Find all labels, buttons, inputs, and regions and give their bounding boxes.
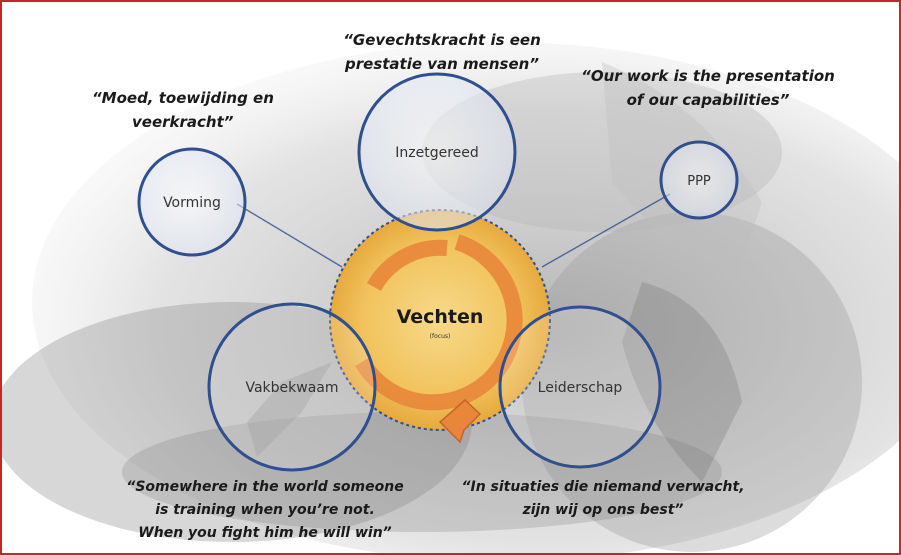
quote-top-left-line1: “Moed, toewijding en [92, 89, 274, 107]
circle-vorming-label: Vorming [163, 195, 221, 211]
circle-vakbekwaam-label: Vakbekwaam [245, 380, 338, 396]
quote-top-left: “Moed, toewijding en veerkracht” [92, 86, 274, 134]
quote-top-left-line2: veerkracht” [132, 113, 234, 131]
circle-ppp: PPP [659, 140, 739, 220]
quote-bottom-right-line1: “In situaties die niemand verwacht, [461, 479, 745, 495]
quote-bottom-left-line2: is training when you’re not. [155, 502, 375, 518]
center-subtitle: (focus) [430, 333, 451, 340]
cycle-arrow-ring [355, 234, 523, 411]
circle-ppp-label: PPP [687, 174, 711, 189]
center-node: Vechten (focus) [329, 209, 551, 444]
quote-bottom-left-line1: “Somewhere in the world someone [126, 479, 404, 495]
cycle-arrow-head [438, 398, 482, 444]
circle-vorming: Vorming [137, 147, 247, 257]
quote-top-center-line1: “Gevechtskracht is een [343, 31, 541, 49]
quote-bottom-right-line2: zijn wij op ons best” [522, 502, 684, 518]
quote-bottom-left: “Somewhere in the world someone is train… [102, 476, 428, 545]
connector-vorming [236, 203, 343, 268]
quote-bottom-right: “In situaties die niemand verwacht, zijn… [434, 476, 772, 522]
circle-inzetgereed: Inzetgereed [357, 72, 517, 232]
quote-top-right-line1: “Our work is the presentation [581, 67, 835, 85]
quote-top-right-line2: of our capabilities” [626, 91, 790, 109]
quote-top-center: “Gevechtskracht is een prestatie van men… [332, 28, 552, 76]
connector-lines [236, 193, 671, 268]
quote-top-right: “Our work is the presentation of our cap… [580, 64, 836, 112]
circle-leiderschap-label: Leiderschap [538, 380, 623, 396]
quote-bottom-left-line3: When you fight him he will win” [138, 525, 392, 541]
center-title: Vechten [397, 306, 484, 328]
connector-ppp [541, 193, 671, 268]
circle-vakbekwaam: Vakbekwaam [207, 302, 377, 472]
circle-inzetgereed-label: Inzetgereed [395, 145, 479, 161]
quote-top-center-line2: prestatie van mensen” [345, 55, 539, 73]
circle-leiderschap: Leiderschap [498, 305, 662, 469]
